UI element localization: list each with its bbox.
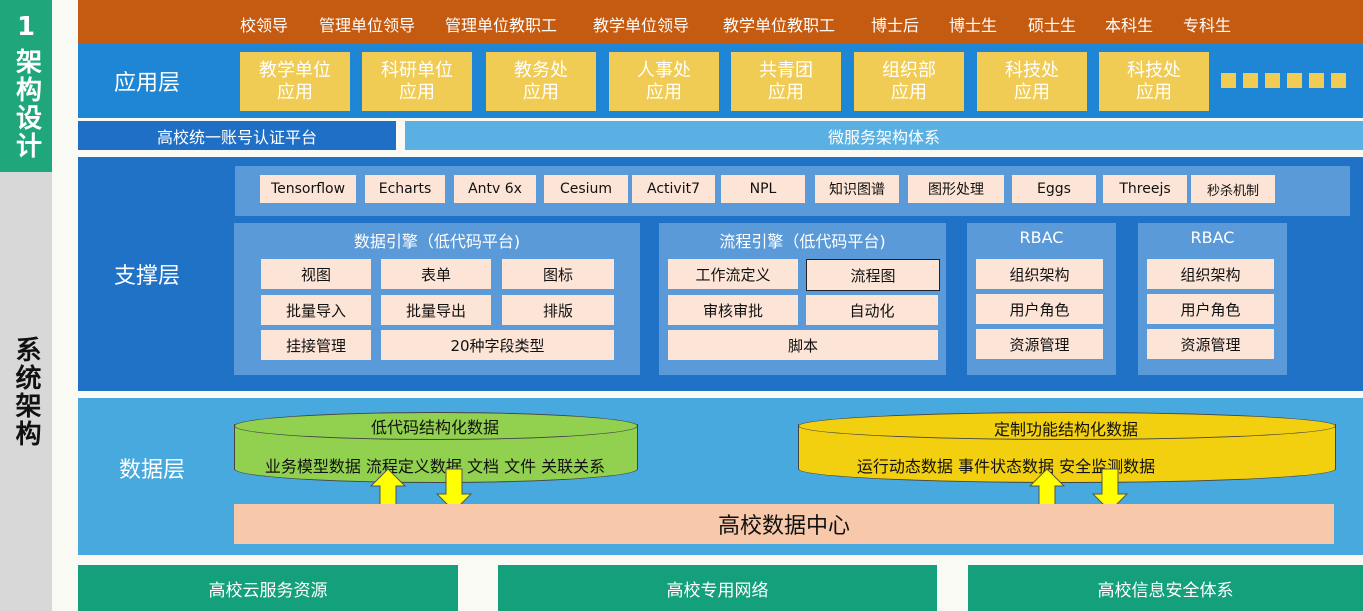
data-engine-title: 数据引擎（低代码平台) <box>353 232 521 251</box>
tech-item: Echarts <box>365 175 445 203</box>
layer-label-support: 支撑层 <box>113 264 180 289</box>
user-role: 校领导 <box>240 16 289 35</box>
app-box-hr: 人事处应用 <box>609 52 719 111</box>
rbac-cell: 用户角色 <box>1147 294 1274 324</box>
user-role: 博士生 <box>949 16 998 35</box>
more-apps-square <box>1265 73 1280 88</box>
cylinder-low-code-top <box>234 412 638 440</box>
unified-auth-platform: 高校统一账号认证平台 <box>78 121 396 150</box>
arrow-down-icon <box>1092 468 1128 512</box>
engine-cell: 批量导出 <box>381 295 491 325</box>
custom-data-items: 运行动态数据 事件状态数据 安全监测数据 <box>856 457 1156 476</box>
tech-item: 秒杀机制 <box>1191 175 1275 203</box>
section-architecture-design: 1 架构设计 <box>0 0 52 172</box>
section-title: 架构设计 <box>11 47 42 160</box>
more-apps-square <box>1221 73 1236 88</box>
rbac-panel-2: RBAC 组织架构 用户角色 资源管理 <box>1138 223 1287 375</box>
app-box-organization: 组织部应用 <box>854 52 964 111</box>
tech-item: Antv 6x <box>454 175 536 203</box>
flow-cell: 审核审批 <box>668 295 798 325</box>
user-role: 教学单位教职工 <box>723 16 836 35</box>
more-apps-square <box>1243 73 1258 88</box>
user-role: 专科生 <box>1183 16 1232 35</box>
engine-cell: 表单 <box>381 259 491 289</box>
data-engine-panel: 数据引擎（低代码平台) 视图 表单 图标 批量导入 批量导出 排版 挂接管理 2… <box>234 223 640 375</box>
section-system-architecture: 系统架构 <box>0 172 52 611</box>
app-box-science-tech-2: 科技处应用 <box>1099 52 1209 111</box>
app-box-science-tech: 科技处应用 <box>977 52 1087 111</box>
low-code-data-title: 低代码结构化数据 <box>370 418 499 437</box>
user-role: 教学单位领导 <box>593 16 690 35</box>
app-box-academic-affairs: 教务处应用 <box>486 52 596 111</box>
tech-item: NPL <box>721 175 805 203</box>
engine-cell: 20种字段类型 <box>381 330 614 360</box>
data-layer: 数据层 低代码结构化数据 业务模型数据 流程定义数据 文档 文件 关联关系 定制… <box>78 398 1363 555</box>
app-box-research: 科研单位应用 <box>362 52 472 111</box>
section-title-system: 系统架构 <box>11 335 41 448</box>
tech-item: Threejs <box>1103 175 1187 203</box>
user-role: 管理单位教职工 <box>445 16 558 35</box>
custom-data-title: 定制功能结构化数据 <box>993 420 1138 439</box>
tech-item: Activit7 <box>632 175 715 203</box>
engine-cell: 视图 <box>261 259 371 289</box>
flow-cell: 自动化 <box>806 295 938 325</box>
arrow-down-icon <box>436 468 472 512</box>
user-role: 管理单位领导 <box>319 16 416 35</box>
rbac-cell: 用户角色 <box>976 294 1103 324</box>
section-number: 1 <box>16 11 36 42</box>
engine-cell: 图标 <box>502 259 614 289</box>
support-layer: 支撑层 Tensorflow Echarts Antv 6x Cesium Ac… <box>78 157 1363 391</box>
rbac-cell: 资源管理 <box>976 329 1103 359</box>
user-role: 本科生 <box>1105 16 1154 35</box>
tech-item: Tensorflow <box>260 175 356 203</box>
tech-item: Eggs <box>1012 175 1096 203</box>
rbac-panel-1: RBAC 组织架构 用户角色 资源管理 <box>967 223 1116 375</box>
microservice-architecture: 微服务架构体系 <box>405 121 1363 150</box>
flow-engine-title: 流程引擎（低代码平台) <box>719 232 886 251</box>
more-apps-square <box>1309 73 1324 88</box>
tech-stack-strip: Tensorflow Echarts Antv 6x Cesium Activi… <box>235 166 1350 216</box>
cylinder-custom-top <box>798 412 1336 440</box>
engine-cell: 排版 <box>502 295 614 325</box>
user-roles-bar: 校领导 管理单位领导 管理单位教职工 教学单位领导 教学单位教职工 博士后 博士… <box>78 0 1363 44</box>
tech-item: Cesium <box>544 175 628 203</box>
user-role: 硕士生 <box>1028 16 1077 35</box>
flow-cell: 流程图 <box>806 259 940 291</box>
app-box-youth-league: 共青团应用 <box>731 52 841 111</box>
flow-cell: 工作流定义 <box>668 259 798 289</box>
tech-item: 图形处理 <box>908 175 1004 203</box>
rbac-title: RBAC <box>1019 228 1064 247</box>
flow-cell: 脚本 <box>668 330 938 360</box>
rbac-cell: 组织架构 <box>1147 259 1274 289</box>
application-layer: 应用层 教学单位应用 科研单位应用 教务处应用 人事处应用 共青团应用 组织部应… <box>78 44 1363 118</box>
user-role: 博士后 <box>871 16 920 35</box>
rbac-cell: 资源管理 <box>1147 329 1274 359</box>
layer-label-application: 应用层 <box>113 71 180 96</box>
rbac-title: RBAC <box>1190 228 1235 247</box>
tech-item: 知识图谱 <box>815 175 899 203</box>
infra-private-network: 高校专用网络 <box>498 565 937 611</box>
infra-security-system: 高校信息安全体系 <box>968 565 1363 611</box>
engine-cell: 批量导入 <box>261 295 371 325</box>
university-data-center: 高校数据中心 <box>234 504 1334 544</box>
more-apps-square <box>1331 73 1346 88</box>
layer-label-data: 数据层 <box>118 458 185 483</box>
app-box-teaching: 教学单位应用 <box>240 52 350 111</box>
low-code-data-items: 业务模型数据 流程定义数据 文档 文件 关联关系 <box>264 457 606 476</box>
more-apps-square <box>1287 73 1302 88</box>
rbac-cell: 组织架构 <box>976 259 1103 289</box>
infra-cloud-resources: 高校云服务资源 <box>78 565 458 611</box>
flow-engine-panel: 流程引擎（低代码平台) 工作流定义 流程图 审核审批 自动化 脚本 <box>659 223 946 375</box>
engine-cell: 挂接管理 <box>261 330 371 360</box>
